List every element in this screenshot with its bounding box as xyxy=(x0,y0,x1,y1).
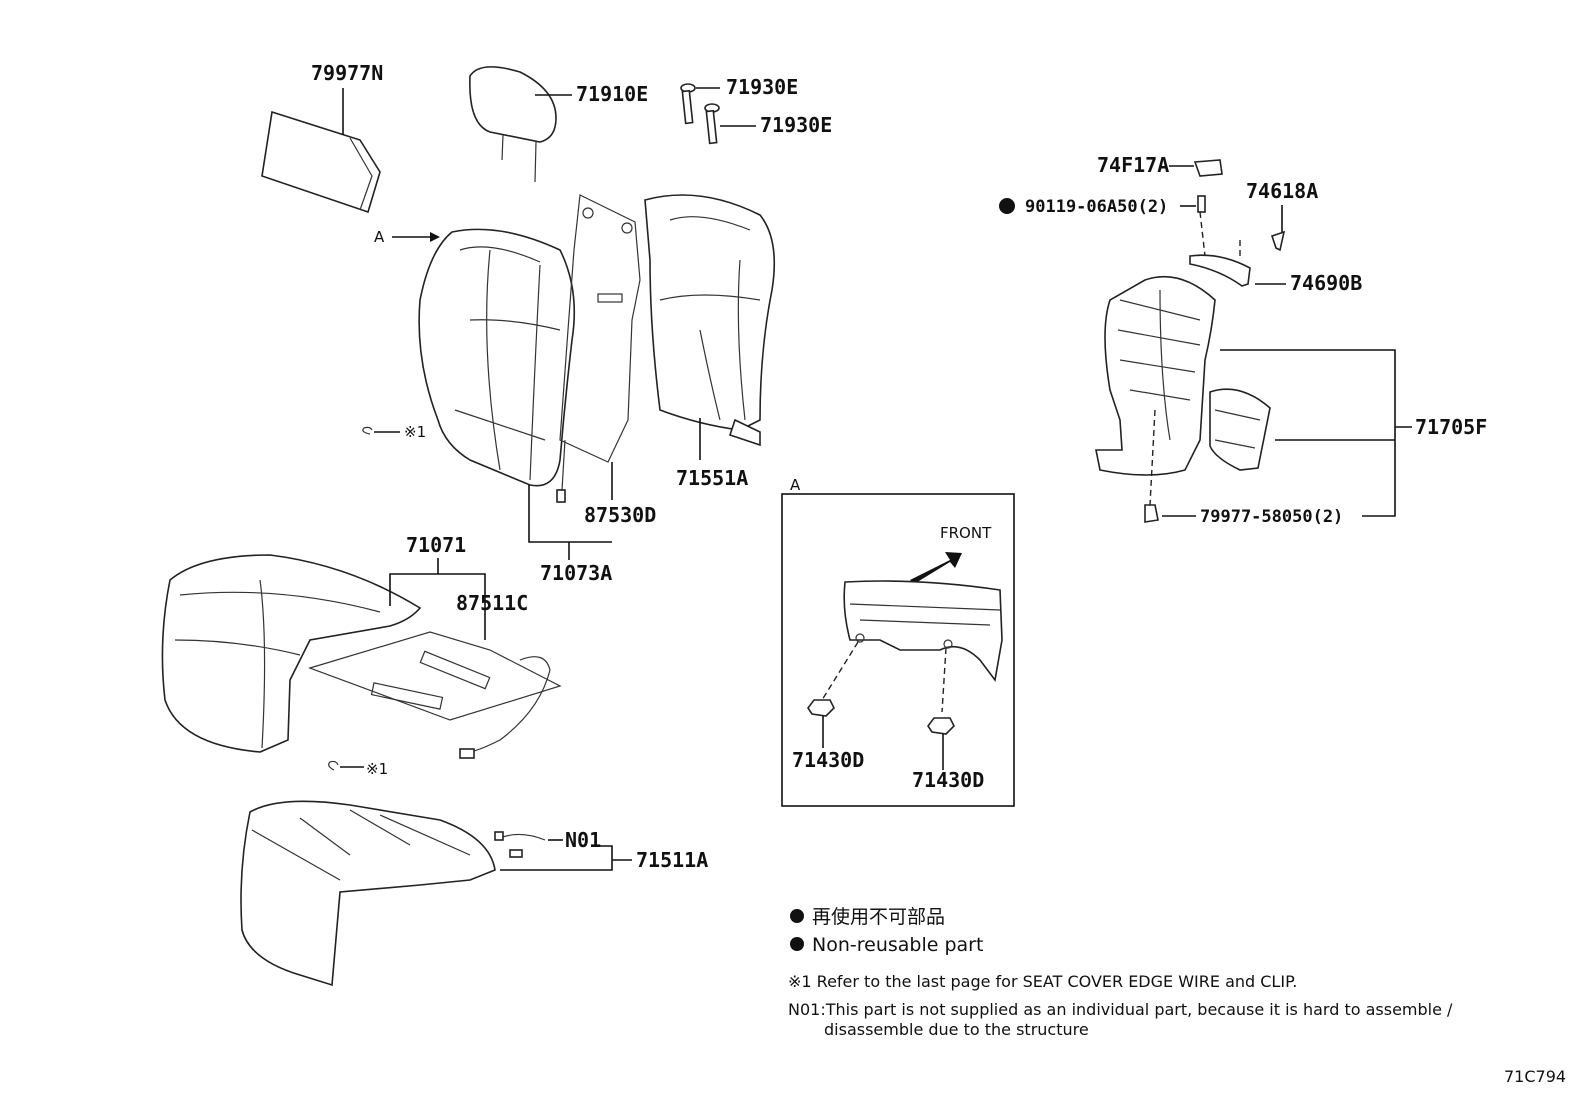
seatback-heater-part: 87530D xyxy=(556,194,656,527)
legend-dot-jp xyxy=(790,909,804,923)
note-n01-line2: disassemble due to the structure xyxy=(824,1020,1089,1039)
seatback-board-assembly: 74F17A 90119-06A50(2) 74618A 74690B 7997… xyxy=(999,153,1487,527)
note-ref1: ※1 Refer to the last page for SEAT COVER… xyxy=(788,972,1297,991)
label-71930E-lower: 71930E xyxy=(760,113,832,137)
label-87511C: 87511C xyxy=(456,591,528,615)
detail-view-a: A FRONT 71430D 71430D xyxy=(781,476,1015,807)
seat-cushion-cover-part: 71071 xyxy=(161,533,486,753)
inset-a-label: A xyxy=(790,476,801,494)
seat-cushion-heater-part: 87511C ※1 xyxy=(308,591,562,778)
arrow-a-label: A xyxy=(374,228,385,246)
label-N01: N01 xyxy=(565,828,601,852)
headrest-part: 71910E xyxy=(469,66,648,183)
label-71073A: 71073A xyxy=(540,561,612,585)
legend-non-reusable-en: Non-reusable part xyxy=(812,934,983,956)
label-71930E-upper: 71930E xyxy=(726,75,798,99)
ref1-cushion: ※1 xyxy=(366,760,388,778)
seat-cushion-pad-part: N01 71511A xyxy=(240,800,708,987)
label-79977-58050: 79977-58050(2) xyxy=(1200,507,1343,527)
non-reusable-mark xyxy=(999,198,1015,214)
legend-non-reusable-jp: 再使用不可部品 xyxy=(812,906,945,928)
legend-dot-en xyxy=(790,937,804,951)
label-71430D-left: 71430D xyxy=(792,748,864,772)
label-74F17A: 74F17A xyxy=(1097,153,1169,177)
label-79977N: 79977N xyxy=(311,61,383,85)
diagram-code: 71C794 xyxy=(1504,1067,1566,1086)
note-n01-line1: N01:This part is not supplied as an indi… xyxy=(788,1000,1453,1019)
headrest-cover-part: 79977N xyxy=(261,61,383,214)
label-90119: 90119-06A50(2) xyxy=(1025,197,1168,217)
label-71551A: 71551A xyxy=(676,466,748,490)
ref1-backrest: ※1 xyxy=(404,423,426,441)
label-87530D: 87530D xyxy=(584,503,656,527)
label-71910E: 71910E xyxy=(576,82,648,106)
label-74690B: 74690B xyxy=(1290,271,1362,295)
label-71430D-right: 71430D xyxy=(912,768,984,792)
label-71705F: 71705F xyxy=(1415,415,1487,439)
headrest-support-parts: 71930E 71930E xyxy=(680,75,832,145)
notes: ※1 Refer to the last page for SEAT COVER… xyxy=(788,972,1453,1039)
seatback-pad-part: 71551A xyxy=(644,194,776,490)
label-71511A: 71511A xyxy=(636,848,708,872)
seatback-cover-part: A ※1 71073A xyxy=(362,228,612,585)
legend: 再使用不可部品 Non-reusable part xyxy=(790,906,983,956)
label-74618A: 74618A xyxy=(1246,179,1318,203)
label-71071: 71071 xyxy=(406,533,466,557)
front-label: FRONT xyxy=(940,524,992,542)
